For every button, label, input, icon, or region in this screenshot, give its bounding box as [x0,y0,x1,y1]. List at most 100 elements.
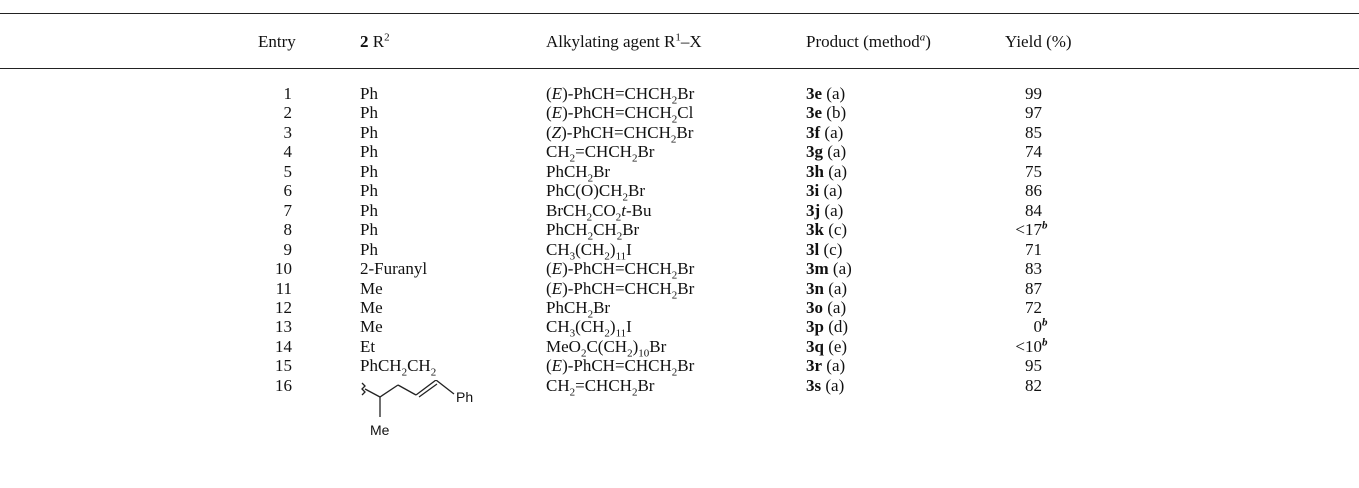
methyl-label: Me [370,422,390,438]
yield-cell: 83 [1025,259,1042,279]
yield-cell: 99 [1025,84,1042,103]
alkylating-agent-cell: (Z)-PhCH=CHCH2Br [546,122,694,146]
table-row: 3 Ph (Z)-PhCH=CHCH2Br 3f (a) 85 [0,122,1359,146]
entry-cell: 12 [275,297,292,317]
alkylating-agent-cell: CH2=CHCH2Br [546,142,655,165]
entry-cell: 5 [283,161,293,181]
product-cell: 3i (a) [806,181,843,201]
header-r2: 2 R2 [360,31,390,51]
footnote-marker: b [1042,316,1048,329]
r2-cell: Ph [360,181,378,201]
r2-cell: Ph [360,220,378,240]
r2-cell: Me [360,278,383,298]
alkylating-agent-cell: (E)-PhCH=CHCH2Br [546,356,695,379]
yield-cell: 0b [1033,316,1048,337]
alkylating-agent-cell: (E)-PhCH=CHCH2Cl [546,103,694,126]
entry-cell: 3 [283,122,293,142]
table-row: 7 Ph BrCH2CO2t-Bu 3j (a) 84 [0,200,1359,224]
entry-cell: 6 [283,181,293,201]
r2-cell: PhCH2CH2 [360,356,437,379]
product-cell: 3e (a) [806,84,846,103]
phenyl-label: Ph [456,389,473,405]
entry-cell: 13 [275,317,292,337]
yield-cell: 85 [1025,122,1042,142]
entry-cell: 15 [275,356,292,376]
r2-cell: Et [360,336,376,356]
product-cell: 3s (a) [806,375,845,395]
r2-cell: 2-Furanyl [360,259,428,279]
entry-cell: 1 [283,84,293,103]
product-cell: 3o (a) [806,297,847,317]
footnote-marker: b [1042,336,1048,349]
entry-cell: 10 [275,259,292,279]
r2-cell: Me [360,297,383,317]
alkylating-agent-cell: BrCH2CO2t-Bu [546,200,652,224]
product-cell: 3l (c) [806,239,843,259]
header-product: Product (methoda) [806,31,931,51]
header-alkylating-agent: Alkylating agent R1–X [546,31,702,51]
alkylating-agent-cell: CH2=CHCH2Br [546,375,655,399]
wavy-bond-icon [361,382,366,396]
yield-cell: 82 [1025,375,1042,395]
yield-cell: 86 [1025,181,1042,201]
product-cell: 3e (b) [806,103,847,123]
alkylating-agent-cell: (E)-PhCH=CHCH2Br [546,84,695,107]
alkylating-agent-cell: CH3(CH2)11I [546,239,632,262]
r2-cell: Ph [360,142,378,162]
yield-cell: 97 [1025,103,1042,123]
product-cell: 3g (a) [806,142,847,162]
top-rule [0,13,1359,14]
r2-cell: Ph [360,103,378,123]
r2-cell: Ph [360,200,378,220]
product-cell: 3f (a) [806,122,844,142]
entry-cell: 9 [283,239,293,259]
product-cell: 3r (a) [806,356,846,376]
alkylating-agent-cell: CH3(CH2)11I [546,317,632,340]
alkylating-agent-cell: (E)-PhCH=CHCH2Br [546,259,695,282]
yield-cell: 87 [1025,278,1042,298]
alkylating-agent-cell: PhCH2CH2Br [546,220,640,243]
entry-cell: 14 [275,336,292,356]
table-row: 10 2-Furanyl (E)-PhCH=CHCH2Br 3m (a) 83 [0,259,1359,282]
yield-cell: 72 [1025,297,1042,317]
header-rule [0,68,1359,69]
product-cell: 3k (c) [806,220,848,240]
table-row: 6 Ph PhC(O)CH2Br 3i (a) 86 [0,181,1359,204]
substituent-structure-entry-16: Ph Me [361,380,473,438]
r2-cell: Ph [360,161,378,181]
table-row: 16 CH2=CHCH2Br 3s (a) 82 [0,375,1359,399]
r2-cell: Ph [360,239,378,259]
header-yield: Yield (%) [1005,32,1072,51]
header-entry: Entry [258,32,296,51]
product-cell: 3n (a) [806,278,848,298]
yield-cell: 71 [1025,239,1042,259]
product-cell: 3q (e) [806,336,848,356]
r2-cell: Ph [360,122,378,142]
table-row: 9 Ph CH3(CH2)11I 3l (c) 71 [0,239,1359,262]
product-cell: 3p (d) [806,317,849,337]
alkylating-agent-cell: PhC(O)CH2Br [546,181,646,204]
yield-cell: 84 [1025,200,1042,220]
footnote-marker: b [1042,219,1048,232]
entry-cell: 11 [275,278,292,298]
product-cell: 3h (a) [806,161,848,181]
product-cell: 3j (a) [806,200,844,220]
alkylating-agent-cell: (E)-PhCH=CHCH2Br [546,278,695,301]
entry-cell: 4 [283,142,293,162]
product-cell: 3m (a) [806,259,852,279]
table-row: 15 PhCH2CH2 (E)-PhCH=CHCH2Br 3r (a) 95 [0,356,1359,379]
entry-cell: 16 [275,375,292,395]
alkylating-agent-cell: PhCH2Br [546,161,611,185]
entry-cell: 7 [283,200,293,220]
yield-cell: 95 [1025,356,1042,376]
alkylating-agent-cell: PhCH2Br [546,297,611,321]
entry-cell: 8 [283,220,293,240]
table-row: 12 Me PhCH2Br 3o (a) 72 [0,297,1359,321]
